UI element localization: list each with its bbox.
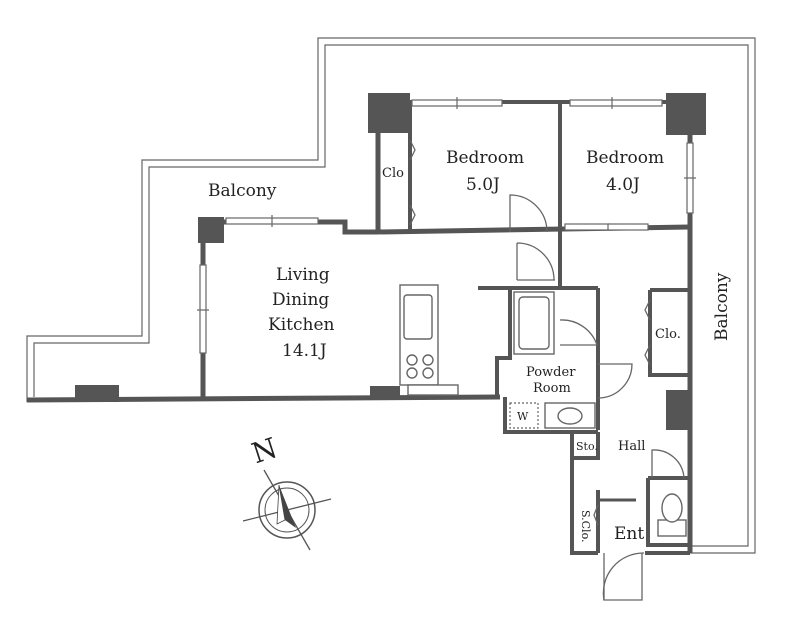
ldk-line3: Kitchen — [268, 315, 334, 335]
bedroom-b-size: 4.0J — [606, 175, 640, 195]
walls — [26, 100, 693, 555]
bedroom-a-name: Bedroom — [446, 148, 524, 168]
ldk-line2: Dining — [272, 290, 329, 310]
toilet — [657, 493, 687, 537]
closet-hall-label: Clo. — [655, 327, 681, 342]
compass-outer-ring — [258, 481, 316, 539]
doors — [409, 139, 685, 601]
compass-north-label: N — [248, 431, 281, 470]
compass-needle-icon — [279, 485, 296, 528]
bedroom-a-size: 5.0J — [466, 175, 500, 195]
bedroom-b-name: Bedroom — [586, 148, 664, 168]
pillars — [75, 93, 706, 430]
entrance-label: Ent — [614, 524, 644, 544]
washbasin — [544, 402, 596, 429]
powder-line1: Powder — [526, 365, 576, 380]
windows — [197, 97, 696, 354]
shoe-closet-label: S.Clo. — [579, 510, 592, 543]
kitchen-counter — [399, 284, 459, 396]
washer-space — [509, 402, 539, 429]
hall-label: Hall — [618, 439, 645, 454]
balcony-outline — [26, 37, 756, 554]
compass: N — [242, 431, 332, 551]
ldk-size: 14.1J — [282, 341, 327, 361]
closet-small-label: Clo — [382, 166, 404, 181]
powder-line2: Room — [533, 381, 571, 396]
compass-inner-ring — [264, 487, 310, 533]
washer-label: W — [517, 410, 529, 423]
bathtub — [513, 291, 555, 355]
compass-needle-light — [276, 484, 286, 525]
balcony-west-label: Balcony — [208, 181, 277, 201]
ldk-line1: Living — [276, 265, 330, 285]
balcony-east-label: Balcony — [712, 272, 732, 341]
storage-label: Sto. — [576, 440, 598, 453]
